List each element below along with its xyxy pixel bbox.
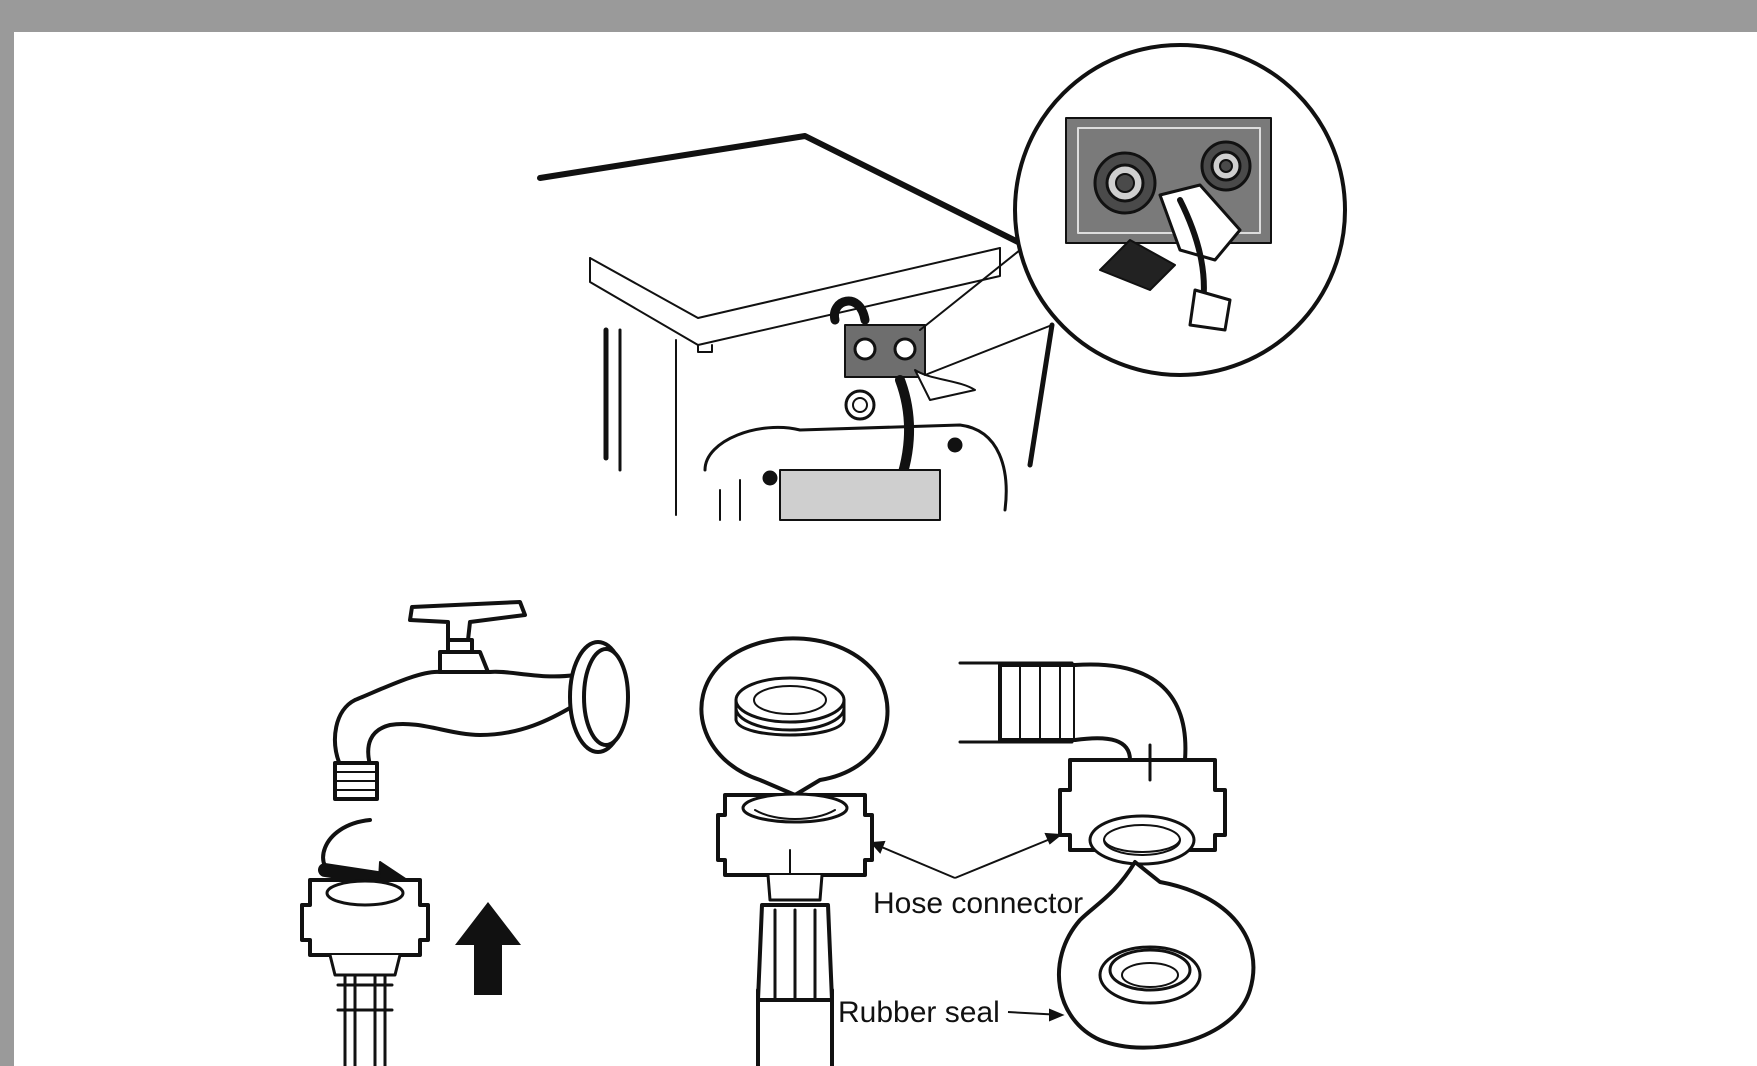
inlet-zoom-circle <box>1015 45 1345 375</box>
rubber-seal-label: Rubber seal <box>838 996 1000 1029</box>
hose-connector-label: Hose connector <box>873 887 1083 920</box>
